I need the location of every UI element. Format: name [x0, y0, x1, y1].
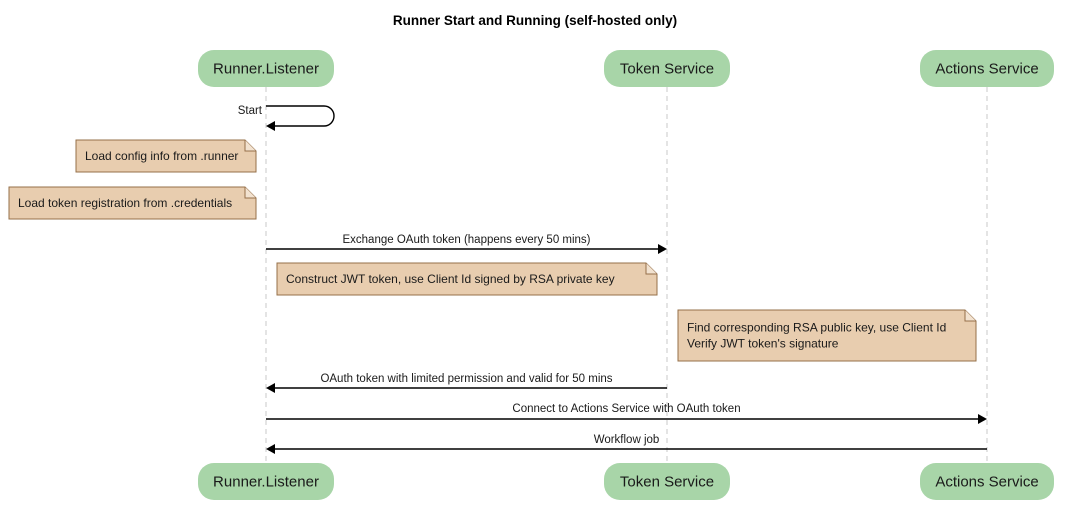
note-load-token-registration: Load token registration from .credential…: [8, 186, 257, 220]
message-connect-actions[interactable]: Connect to Actions Service with OAuth to…: [266, 403, 987, 424]
message-label: Start: [238, 105, 263, 117]
message-oauth-return[interactable]: OAuth token with limited permission and …: [266, 373, 667, 393]
participant-box: [198, 50, 334, 87]
participant-actions-bottom[interactable]: Actions Service: [920, 463, 1054, 500]
note-text-line: Find corresponding RSA public key, use C…: [687, 321, 946, 335]
note-fold-icon: [244, 140, 256, 152]
participant-box: [604, 463, 730, 500]
arrowhead: [266, 383, 275, 393]
arrowhead: [658, 244, 667, 254]
participant-label: Actions Service: [935, 473, 1038, 490]
participant-box: [198, 463, 334, 500]
participant-box: [604, 50, 730, 87]
note-body: [677, 309, 977, 362]
message-line: [266, 105, 335, 127]
note-text-line: Verify JWT token's signature: [687, 337, 839, 351]
participant-label: Token Service: [620, 473, 714, 490]
participant-token-top[interactable]: Token Service: [604, 50, 730, 87]
message-label: Exchange OAuth token (happens every 50 m…: [342, 234, 590, 246]
note-body: [75, 139, 257, 173]
message-label: OAuth token with limited permission and …: [320, 373, 612, 385]
note-text-line: Construct JWT token, use Client Id signe…: [286, 272, 615, 286]
note-text-line: Load token registration from .credential…: [18, 196, 232, 210]
note-verify-jwt: Find corresponding RSA public key, use C…: [677, 309, 977, 362]
arrowhead: [266, 444, 275, 454]
message-label: Connect to Actions Service with OAuth to…: [512, 403, 740, 415]
participant-label: Runner.Listener: [213, 60, 319, 77]
note-body: [8, 186, 257, 220]
message-label: Workflow job: [594, 434, 660, 446]
message-workflow-job[interactable]: Workflow job: [266, 434, 987, 454]
participant-label: Actions Service: [935, 60, 1038, 77]
note-construct-jwt: Construct JWT token, use Client Id signe…: [276, 262, 658, 296]
arrowhead: [266, 121, 275, 131]
page-title: Runner Start and Running (self-hosted on…: [393, 13, 677, 28]
note-body: [276, 262, 658, 296]
note-fold-icon: [244, 187, 256, 199]
participant-runner-top[interactable]: Runner.Listener: [198, 50, 334, 87]
message-exchange-oauth[interactable]: Exchange OAuth token (happens every 50 m…: [266, 234, 667, 254]
message-start[interactable]: Start: [238, 105, 335, 131]
note-fold-icon: [645, 263, 657, 275]
participant-actions-top[interactable]: Actions Service: [920, 50, 1054, 87]
note-text-line: Load config info from .runner: [85, 149, 238, 163]
participant-label: Token Service: [620, 60, 714, 77]
participant-token-bottom[interactable]: Token Service: [604, 463, 730, 500]
participant-label: Runner.Listener: [213, 473, 319, 490]
participant-box: [920, 463, 1054, 500]
note-fold-icon: [964, 310, 976, 322]
participant-box: [920, 50, 1054, 87]
note-load-config: Load config info from .runner: [75, 139, 257, 173]
arrowhead: [978, 414, 987, 424]
participant-runner-bottom[interactable]: Runner.Listener: [198, 463, 334, 500]
